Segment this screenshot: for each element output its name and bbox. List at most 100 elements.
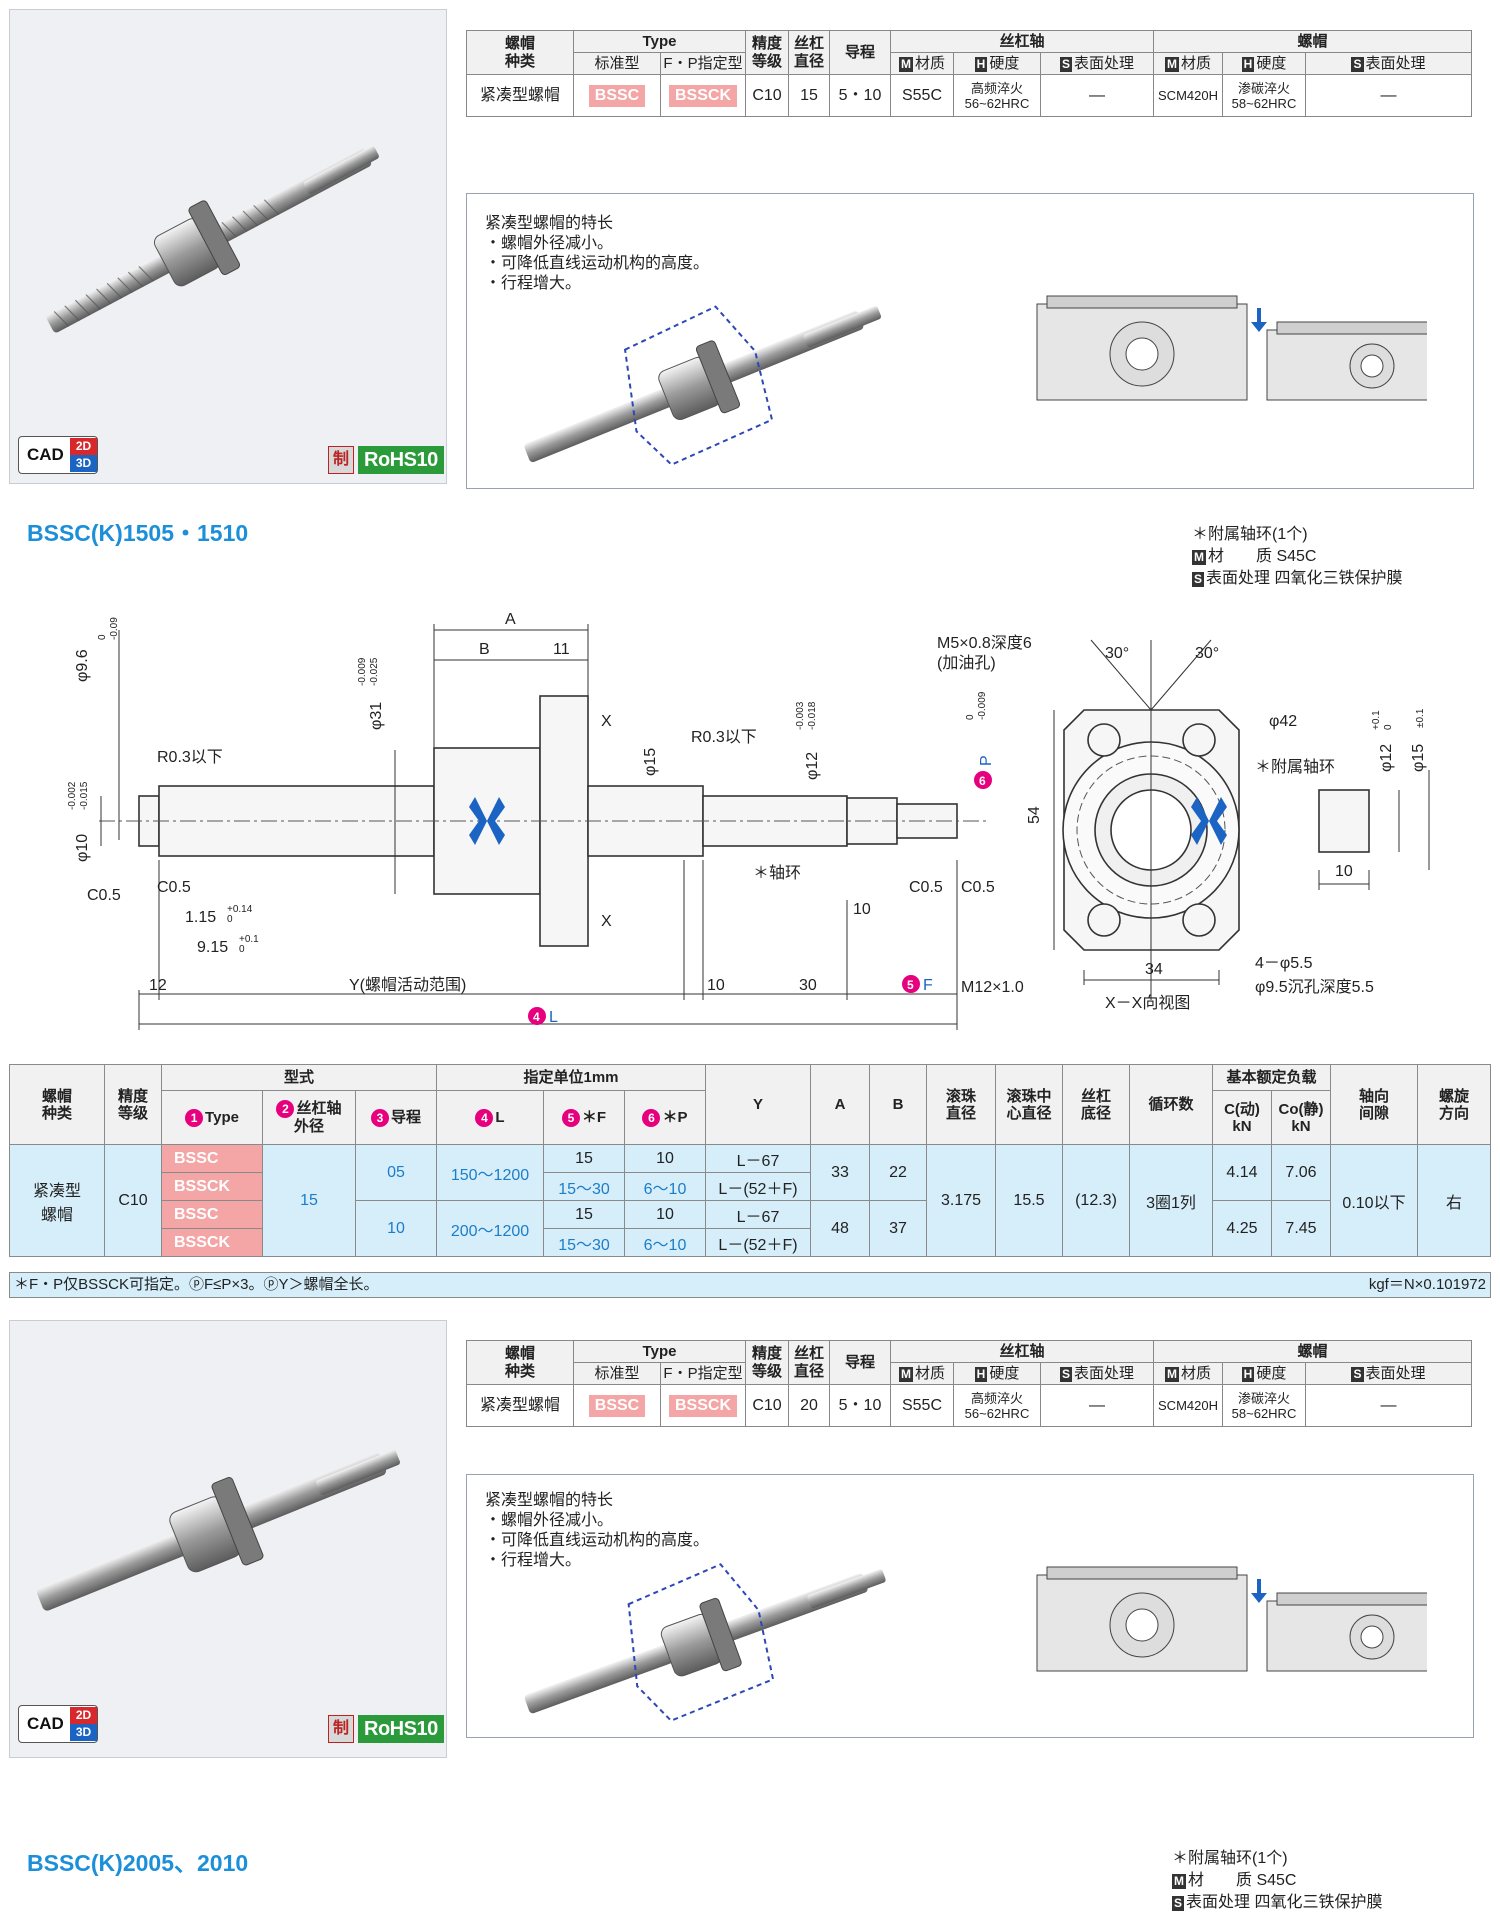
s-badge-icon: S [1351,56,1364,72]
header-shaft-group: 丝杠轴 [890,30,1154,53]
type-standard: BSSC [588,84,646,107]
dim-9-15-tol-lower: 0 [239,944,245,955]
compact-nut-illustration [524,295,1427,466]
s-badge-icon: S [1059,56,1072,72]
th-accuracy: 精度 等级 [104,1064,162,1145]
dim-54: 54 [1026,806,1043,824]
dim-phi96-tol-lower: -0.09 [109,617,120,640]
s-badge-icon: S [1059,1366,1072,1382]
cell-f: 15～30 [543,1172,625,1201]
type-standard: BSSC [588,1394,646,1417]
cell-b: 22 [869,1144,927,1201]
table-row: 紧凑型 螺帽 C10 BSSC 15 05 150～1200 15 10 L－6… [9,1144,1491,1257]
footnote-right: kgf＝N×0.101972 [1368,1276,1486,1293]
cell-y: L－67 [705,1144,811,1173]
cell-type: BSSCK [161,1228,263,1257]
cell-pcd: 15.5 [995,1144,1063,1257]
cell-p: 10 [624,1144,706,1173]
header-nut-surface: 表面处理 [1365,54,1426,72]
num-2-icon: 2 [276,1100,295,1118]
cell-f: 15 [543,1200,625,1229]
header-standard: 标准型 [573,52,661,75]
th-ball: 滚珠 直径 [926,1064,996,1145]
th-c: C(动) kN [1212,1090,1272,1145]
note-collar: ＊附属轴环(1个) [1192,526,1308,543]
header-nut-material: 材质 [1180,54,1211,72]
dim-m5-hole: M5×0.8深度6 [937,634,1032,652]
cell-l: 150～1200 [436,1144,544,1201]
section-mark-x1: X [601,713,612,730]
header-fp-type: F・P指定型 [660,1362,746,1385]
feature-item: ・螺帽外径减小。 [485,1512,614,1529]
header-fp-type: F・P指定型 [660,52,746,75]
th-f: ＊F [581,1108,607,1126]
cell-lead: 5・10 [829,74,891,117]
feature-item: ・行程增大。 [485,275,582,292]
rohs-badge-group: 制 RoHS10 [328,1715,444,1743]
dim-counterbore: φ9.5沉孔深度5.5 [1255,978,1374,996]
note-collar: ＊附属轴环(1个) [1172,1850,1288,1867]
cell-nut-type: 紧凑型 螺帽 [9,1144,105,1257]
label-attached-collar: ＊附属轴环 [1255,758,1335,776]
made-icon: 制 [328,446,354,474]
f-number-icon: 5 [907,978,914,992]
section-mark-x2: X [601,913,612,930]
label-x-x-view: X－X向视图 [1105,994,1190,1012]
cell-nut-hardness: 渗碳淬火 58~62HRC [1222,74,1306,117]
feature-item: ・可降低直线运动机构的高度。 [485,1532,710,1549]
th-p: ＊P [662,1108,688,1126]
cell-p: 6～10 [624,1228,706,1257]
cell-axial: 0.10以下 [1330,1144,1418,1257]
header-type: Type [573,1340,746,1363]
dim-a: A [505,611,516,628]
num-3-icon: 3 [370,1108,389,1127]
cell-b: 37 [869,1200,927,1257]
technical-drawing-1: φ9.6 0 -0.09 φ10 -0.002 -0.015 R0.3以下 C0… [67,611,1430,1030]
cell-type: BSSC [161,1200,263,1229]
dim-collar-phi15: φ15 [1410,744,1427,772]
header-shaft-hardness: 硬度 [989,54,1020,72]
cell-circuits: 3圈1列 [1129,1144,1213,1257]
cad-2d-label: 2D [69,438,98,455]
cell-f: 15～30 [543,1228,625,1257]
dim-phi10-tol-lower: -0.015 [79,781,90,810]
dim-phi96-tol-upper: 0 [97,634,108,640]
header-accuracy: 精度 等级 [745,1340,789,1385]
dim-y-range: Y(螺帽活动范围) [349,976,466,994]
dim-phi10: φ10 [74,834,91,862]
m-badge-icon: M [898,1366,913,1382]
dim-angle-30a: 30° [1105,645,1129,662]
cell-nut-surface: — [1305,1384,1472,1427]
dim-p: P [978,755,995,766]
header-shaft-surface: 表面处理 [1074,1364,1135,1382]
h-badge-icon: H [974,56,988,72]
made-icon: 制 [328,1715,354,1743]
dim-collar-phi12-tol-lower: 0 [1383,724,1394,730]
label-oil-hole: (加油孔) [937,654,996,672]
cell-shaft-material: S55C [890,1384,954,1427]
dim-holes: 4－φ5.5 [1255,955,1313,972]
dim-9-15-tol-upper: +0.1 [239,934,259,945]
feature-box-1: 紧凑型螺帽的特长 ・螺帽外径减小。 ・可降低直线运动机构的高度。 ・行程增大。 [466,193,1474,489]
th-model: 型式 [161,1064,437,1091]
cell-nut-type: 紧凑型螺帽 [466,1384,574,1427]
m-badge-icon: M [1164,1366,1179,1382]
header-nut-surface: 表面处理 [1365,1364,1426,1382]
feature-list: 紧凑型螺帽的特长 ・螺帽外径减小。 ・可降低直线运动机构的高度。 ・行程增大。 [485,214,709,294]
dim-r03b: R0.3以下 [691,729,757,746]
dim-collar-10: 10 [1335,863,1353,880]
note-material: 材 质 S45C [1188,1872,1297,1889]
section-title-1: BSSC(K)1505・1510 [27,520,249,546]
l-number-icon: 4 [533,1010,540,1024]
th-dir: 螺旋 方向 [1417,1064,1491,1145]
header-lead: 导程 [829,30,891,75]
th-axial: 轴向 间隙 [1330,1064,1418,1145]
cell-p: 6～10 [624,1172,706,1201]
header-nut-group: 螺帽 [1153,30,1472,53]
note-surface: 表面处理 四氧化三铁保护膜 [1186,1894,1383,1911]
cell-shaft-hardness: 高频淬火 56~62HRC [953,74,1041,117]
dim-p-tol-lower: -0.009 [977,691,988,720]
